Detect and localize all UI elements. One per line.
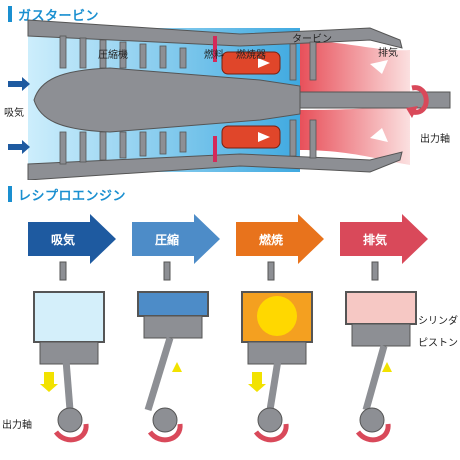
section-marker xyxy=(8,6,12,22)
phase-arrow-combustion xyxy=(236,214,324,264)
shaft-rotation-head xyxy=(406,106,418,118)
casing-lower xyxy=(27,151,403,180)
stroke-compression-label: 圧縮 xyxy=(154,232,179,247)
reciprocating-header: レシプロエンジン xyxy=(8,184,126,204)
stroke-combustion-label: 燃焼 xyxy=(258,232,283,247)
combustor-label: 燃焼器 xyxy=(236,50,266,61)
compressor-blades-lower xyxy=(59,131,187,165)
reciprocating-title: レシプロエンジン xyxy=(18,188,127,204)
fuel-label: 燃料 xyxy=(204,50,224,61)
turbine-blades xyxy=(289,41,317,159)
combustor-lower xyxy=(221,125,281,149)
stroke-exhaust-label: 排気 xyxy=(362,232,387,247)
exhaust-arrow-upper xyxy=(370,60,388,74)
cylinder-label: シリンダ xyxy=(418,316,458,327)
fuel-line-lower xyxy=(213,136,217,162)
output-shaft xyxy=(299,91,451,109)
cylinder-combustion xyxy=(241,261,313,443)
turbine-label: タービン xyxy=(292,34,332,45)
shaft-rotation-arrow xyxy=(411,85,429,115)
phase-arrow-compression xyxy=(132,214,220,264)
exhaust-flow-lower xyxy=(300,104,410,165)
piston-label: ピストン xyxy=(418,338,458,349)
output-shaft-label: 出力軸 xyxy=(420,134,450,145)
cylinder-compression xyxy=(137,261,209,443)
compressor-blades-upper xyxy=(59,35,187,69)
gas-turbine-header: ガスタービン xyxy=(8,4,99,24)
cylinder-exhaust xyxy=(345,261,417,443)
casing-upper xyxy=(27,19,403,49)
intake-label: 吸気 xyxy=(4,108,24,119)
combustor-arrow-upper xyxy=(258,58,270,68)
combustor-upper xyxy=(221,51,281,75)
cylinder-intake xyxy=(33,261,105,443)
exhaust-flow-upper xyxy=(300,40,410,100)
gas-turbine-title: ガスタービン xyxy=(18,8,100,24)
compressor-label: 圧縮機 xyxy=(98,50,128,61)
engine-output-shaft-label: 出力軸 xyxy=(2,420,32,431)
combustor-arrow-lower xyxy=(258,132,270,142)
phase-arrow-intake xyxy=(28,214,116,264)
stroke-intake-label: 吸気 xyxy=(50,232,75,247)
fuel-line-upper xyxy=(213,36,217,62)
gas-turbine-diagram xyxy=(8,19,451,180)
phase-arrow-exhaust xyxy=(340,214,428,264)
intake-arrows xyxy=(8,77,30,154)
section-marker xyxy=(8,186,12,202)
exhaust-arrow-lower xyxy=(370,128,388,142)
exhaust-label: 排気 xyxy=(378,48,398,59)
